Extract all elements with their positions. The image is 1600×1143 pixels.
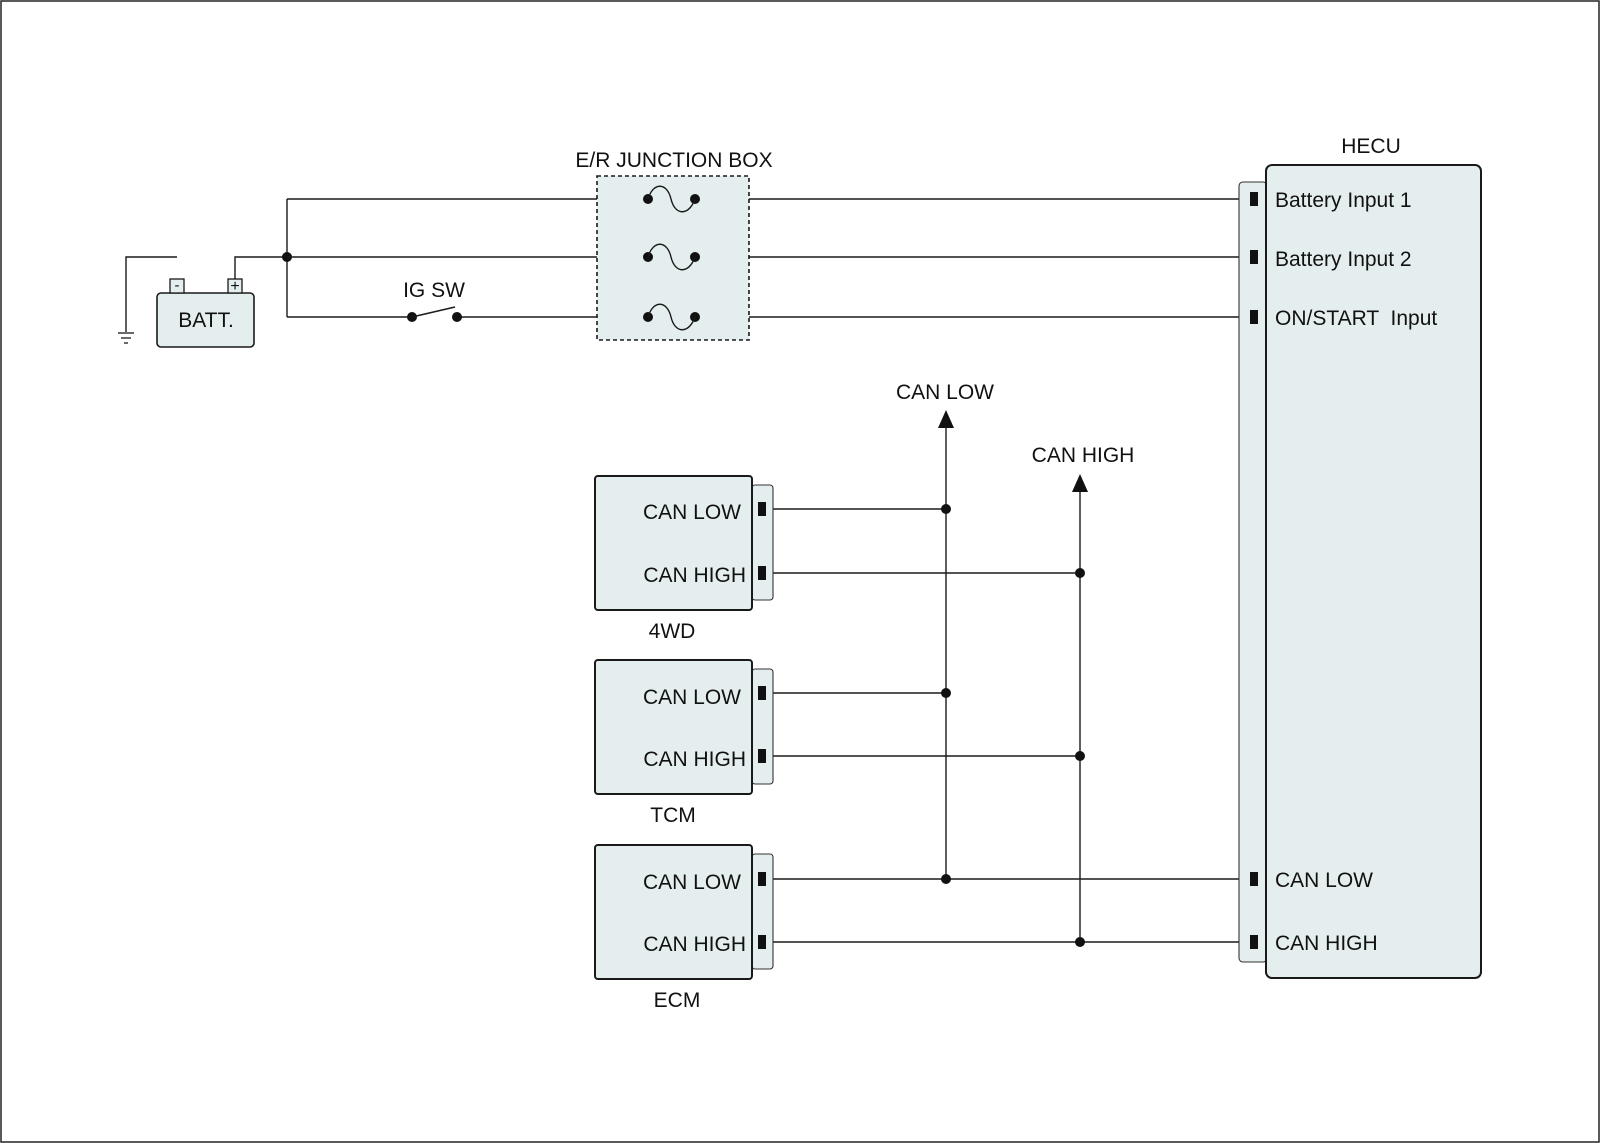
ground-wire	[125, 256, 177, 332]
hecu-can-low-label: CAN LOW	[1275, 869, 1373, 892]
junction-box-label: E/R JUNCTION BOX	[575, 149, 772, 172]
module-4wd-body	[594, 475, 753, 611]
ignition-switch: IG SW	[403, 279, 465, 322]
module-tcm-can-low-pin	[758, 686, 766, 700]
fuse-2-icon	[647, 243, 696, 271]
module-tcm-can-high-label: CAN HIGH	[643, 748, 746, 771]
module-ecm-connector	[751, 853, 774, 970]
module-ecm-name: ECM	[654, 989, 701, 1012]
module-4wd-can-low-label: CAN LOW	[643, 501, 741, 524]
battery-label: BATT.	[178, 309, 234, 332]
junction-box-frame	[596, 175, 750, 341]
hecu-connector	[1238, 181, 1268, 963]
hecu-battery-input-1-label: Battery Input 1	[1275, 189, 1412, 212]
can-high-junction-4wd	[1075, 568, 1085, 578]
fuse-1-icon	[647, 185, 696, 213]
hecu-pin-battery-2	[1250, 250, 1258, 264]
hecu-title: HECU	[1341, 135, 1401, 158]
module-ecm: CAN LOW CAN HIGH ECM	[594, 844, 774, 1012]
ig-sw-label: IG SW	[403, 279, 465, 302]
module-4wd-can-high-pin	[758, 566, 766, 580]
can-bus: CAN LOW CAN HIGH	[766, 381, 1252, 947]
fuse-1	[643, 185, 700, 213]
module-ecm-can-high-label: CAN HIGH	[643, 933, 746, 956]
hecu-pin-can-low	[1250, 872, 1258, 886]
can-low-bus-label: CAN LOW	[896, 381, 994, 404]
junction-box: E/R JUNCTION BOX	[575, 149, 773, 341]
can-low-junction-4wd	[941, 504, 951, 514]
fuse-3-icon	[647, 303, 696, 331]
hecu-battery-input-2-label: Battery Input 2	[1275, 248, 1412, 271]
module-4wd-name: 4WD	[649, 620, 696, 643]
module-tcm-can-low-label: CAN LOW	[643, 686, 741, 709]
module-tcm-name: TCM	[650, 804, 696, 827]
hecu-pin-on-start	[1250, 310, 1258, 324]
module-tcm-body	[594, 659, 753, 795]
battery-neg-symbol: -	[175, 277, 180, 294]
module-4wd: CAN LOW CAN HIGH 4WD	[594, 475, 774, 643]
hecu-body	[1265, 164, 1482, 979]
hecu: HECU Battery Input 1 Battery Input 2 ON/…	[1238, 135, 1482, 979]
ig-sw-blade	[411, 306, 456, 318]
battery: - + BATT.	[118, 256, 255, 348]
ground-icon	[118, 332, 134, 344]
hecu-on-start-input-label: ON/START Input	[1275, 307, 1437, 330]
hecu-pin-can-high	[1250, 935, 1258, 949]
fuse-3	[643, 303, 700, 331]
hecu-pin-battery-1	[1250, 192, 1258, 206]
can-high-junction-ecm	[1075, 937, 1085, 947]
battery-body	[156, 292, 255, 348]
power-wiring	[234, 198, 1252, 318]
can-high-junction-tcm	[1075, 751, 1085, 761]
module-4wd-can-high-label: CAN HIGH	[643, 564, 746, 587]
module-tcm: CAN LOW CAN HIGH TCM	[594, 659, 774, 827]
battery-negative-terminal	[169, 278, 185, 294]
module-ecm-can-low-label: CAN LOW	[643, 871, 741, 894]
battery-positive-wire	[234, 256, 287, 279]
can-low-junction-tcm	[941, 688, 951, 698]
module-ecm-can-high-pin	[758, 935, 766, 949]
ig-sw-contact-right	[452, 312, 462, 322]
can-high-arrow-icon	[1072, 474, 1088, 492]
module-ecm-can-low-pin	[758, 872, 766, 886]
can-high-bus-label: CAN HIGH	[1032, 444, 1135, 467]
can-low-junction-ecm	[941, 874, 951, 884]
module-4wd-can-low-pin	[758, 502, 766, 516]
hecu-can-high-label: CAN HIGH	[1275, 932, 1378, 955]
module-ecm-body	[594, 844, 753, 980]
fuse-2	[643, 243, 700, 271]
can-low-arrow-icon	[938, 410, 954, 428]
module-tcm-can-high-pin	[758, 749, 766, 763]
battery-pos-symbol: +	[230, 278, 239, 295]
